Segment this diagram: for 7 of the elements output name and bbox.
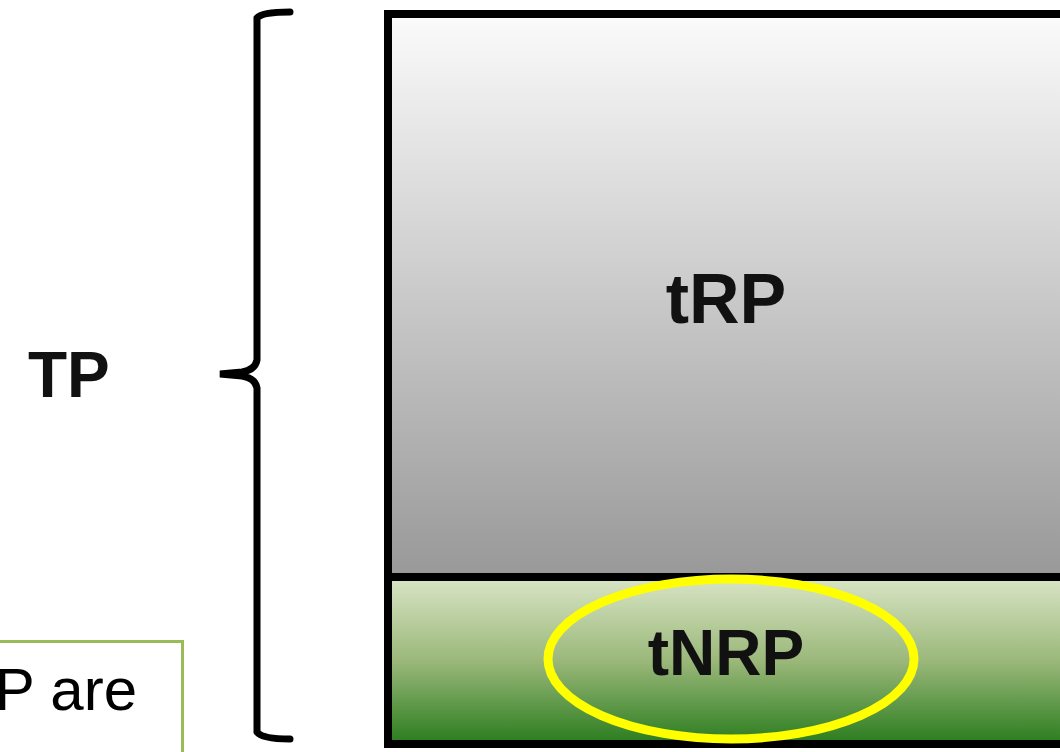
lower-band [384,573,1060,748]
upper-band [384,10,1060,573]
band-label: tRP [665,258,787,339]
group-label: TP [28,338,110,412]
note-text: P are [0,655,137,724]
band-label: tNRP [647,615,805,690]
text-box [0,640,184,752]
